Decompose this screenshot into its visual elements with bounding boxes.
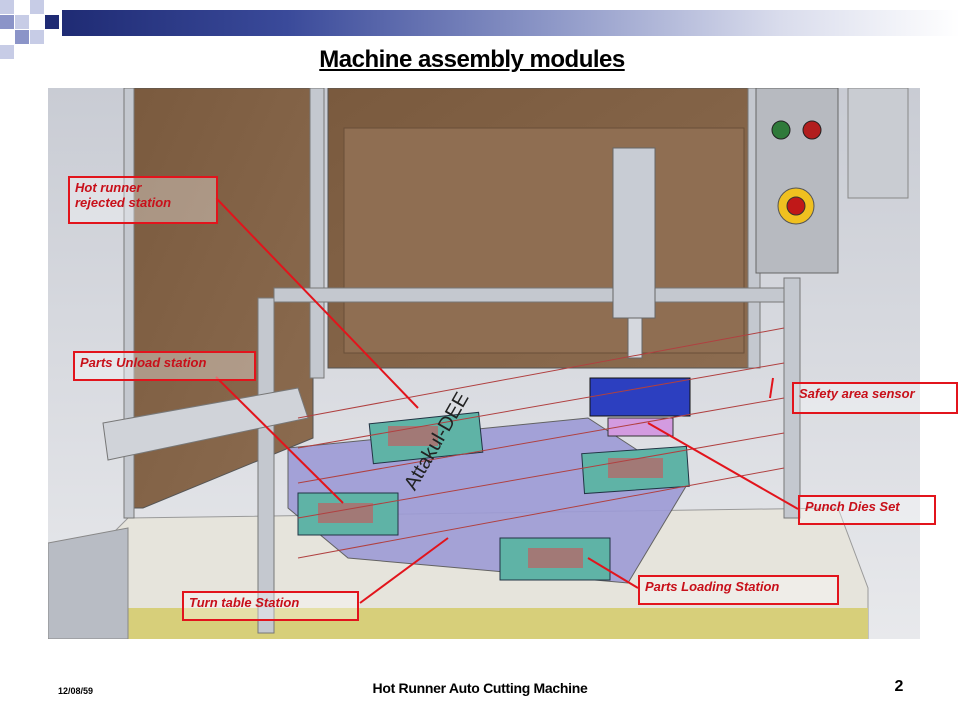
header-square [0,0,14,14]
header-square [30,30,44,44]
header-square [0,45,14,59]
header-square [45,15,59,29]
footer-date: 12/08/59 [58,686,94,696]
label-hot-runner-rejected: Hot runner rejected station [68,176,218,224]
footer-title: Hot Runner Auto Cutting Machine [372,680,588,696]
header-square [0,15,14,29]
slide-title: Machine assembly modules [319,46,625,73]
machine-drawing [48,88,920,639]
label-safety-sensor: Safety area sensor [792,382,958,414]
label-parts-loading: Parts Loading Station [638,575,839,605]
header-square [15,0,29,14]
header-square [15,30,29,44]
page-number: 2 [894,678,904,695]
label-punch-dies: Punch Dies Set [798,495,936,525]
label-turn-table: Turn table Station [182,591,359,621]
header-square [15,15,29,29]
header-gradient-bar [62,10,960,36]
header-square [30,0,44,14]
machine-illustration: Attakul-DEE [48,88,920,639]
label-parts-unload: Parts Unload station [73,351,256,381]
